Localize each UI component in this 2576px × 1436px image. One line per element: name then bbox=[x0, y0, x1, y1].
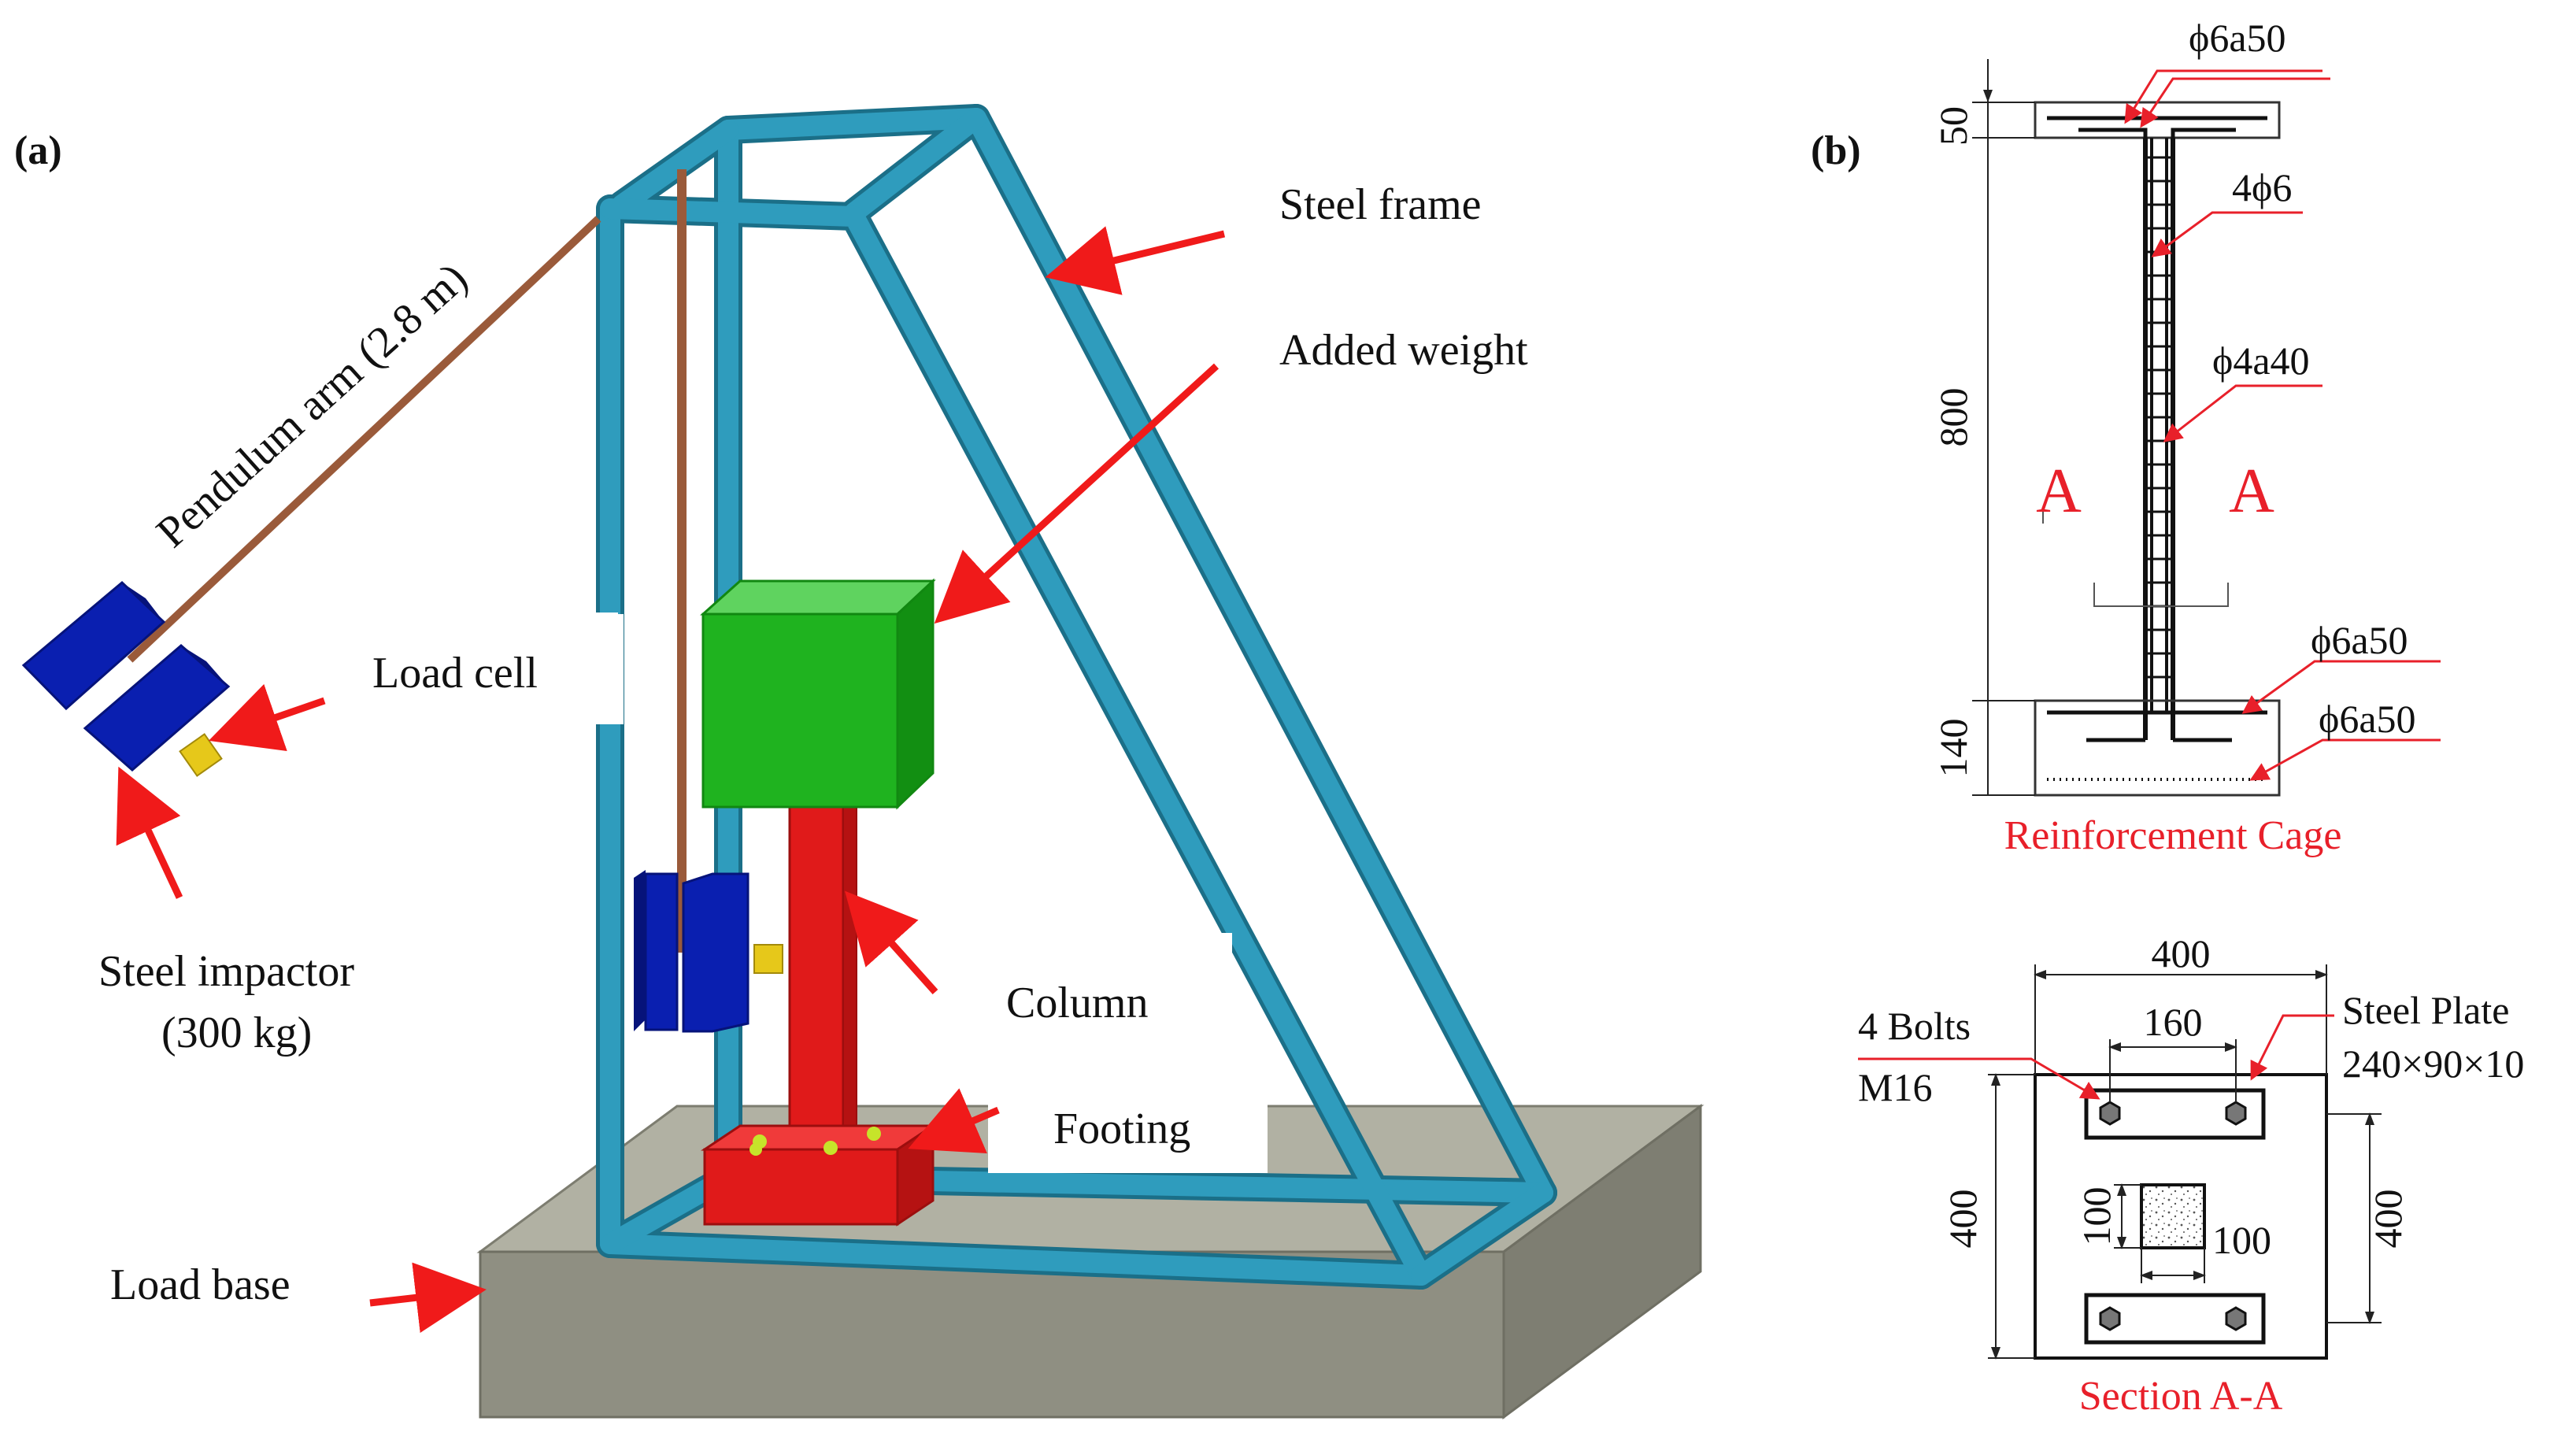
caption-reinforcement-cage: Reinforcement Cage bbox=[2004, 813, 2342, 858]
rebar-stirrups: ϕ4a40 bbox=[2212, 339, 2310, 383]
bolts bbox=[2099, 1101, 2247, 1331]
column bbox=[788, 793, 857, 1156]
column-core bbox=[2140, 1183, 2206, 1249]
label-steel-frame: Steel frame bbox=[1279, 180, 1482, 229]
rebar-top-flange: ϕ6a50 bbox=[2189, 16, 2286, 60]
rebar-footing-bottom: ϕ6a50 bbox=[2319, 697, 2416, 741]
panel-a-tag: (a) bbox=[14, 128, 62, 173]
rebar-footing-top: ϕ6a50 bbox=[2311, 618, 2408, 662]
arrow-column bbox=[844, 890, 938, 995]
pendulum-arm bbox=[127, 216, 601, 663]
label-load-base: Load base bbox=[110, 1260, 291, 1309]
label-added-weight: Added weight bbox=[1279, 326, 1528, 375]
dim-column-height: 800 bbox=[1931, 388, 1975, 447]
label-footing: Footing bbox=[1053, 1105, 1190, 1153]
added-weight bbox=[700, 578, 936, 810]
label-steel-impactor: Steel impactor bbox=[98, 947, 354, 996]
dim-bolt-spacing: 160 bbox=[2144, 1000, 2203, 1044]
arrow-load-cell bbox=[208, 683, 326, 751]
rebar-longitudinal: 4ϕ6 bbox=[2232, 165, 2292, 209]
steel-impactor-swung bbox=[21, 580, 231, 777]
dim-section-height-left: 400 bbox=[1941, 1190, 1985, 1249]
panel-b: (b) bbox=[1811, 16, 2524, 1419]
dim-footing-height: 140 bbox=[1931, 719, 1975, 778]
steel-impactor-near-column bbox=[634, 870, 783, 1033]
section-mark-right: A bbox=[2229, 457, 2274, 526]
section-a-a: 400 160 400 400 100 100 4 Bolts M16 Stee… bbox=[1858, 931, 2524, 1419]
dim-column-core-width: 100 bbox=[2212, 1218, 2271, 1262]
dim-section-height-right: 400 bbox=[2366, 1190, 2410, 1249]
label-column: Column bbox=[1006, 979, 1148, 1027]
section-dimensions bbox=[1988, 964, 2382, 1360]
pointer-arrows bbox=[116, 226, 1226, 1333]
steel-frame bbox=[596, 104, 1557, 1290]
arrow-footing bbox=[908, 1088, 1000, 1153]
section-leaders bbox=[1858, 1014, 2334, 1100]
stirrups bbox=[2145, 156, 2173, 702]
label-pendulum-arm: Pendulum arm (2.8 m) bbox=[147, 254, 476, 557]
dim-column-core-height: 100 bbox=[2074, 1187, 2119, 1246]
label-load-cell: Load cell bbox=[372, 649, 538, 698]
dim-top-flange: 50 bbox=[1931, 106, 1975, 146]
arrow-load-base bbox=[369, 1262, 487, 1333]
panel-a: (a) bbox=[14, 104, 1704, 1419]
label-bolts: 4 Bolts bbox=[1858, 1004, 1971, 1048]
footing bbox=[701, 1123, 937, 1227]
label-steel-impactor-mass: (300 kg) bbox=[161, 1009, 312, 1057]
label-bolt-size: M16 bbox=[1858, 1065, 1932, 1109]
arrow-steel-impactor bbox=[116, 766, 183, 899]
label-steel-plate: Steel Plate bbox=[2342, 988, 2509, 1032]
rebar-leaders bbox=[2124, 69, 2441, 781]
arrow-steel-frame bbox=[1045, 226, 1226, 295]
reinforcement-cage-elevation: A A 50 800 140 ϕ6a50 bbox=[1931, 16, 2441, 858]
label-plate-size: 240×90×10 bbox=[2342, 1042, 2524, 1086]
dim-section-width: 400 bbox=[2152, 931, 2211, 975]
caption-section-a-a: Section A-A bbox=[2079, 1374, 2283, 1419]
elevation-dimensions bbox=[1972, 59, 2035, 796]
arrow-added-weight bbox=[934, 363, 1220, 624]
panel-b-tag: (b) bbox=[1811, 128, 1861, 173]
